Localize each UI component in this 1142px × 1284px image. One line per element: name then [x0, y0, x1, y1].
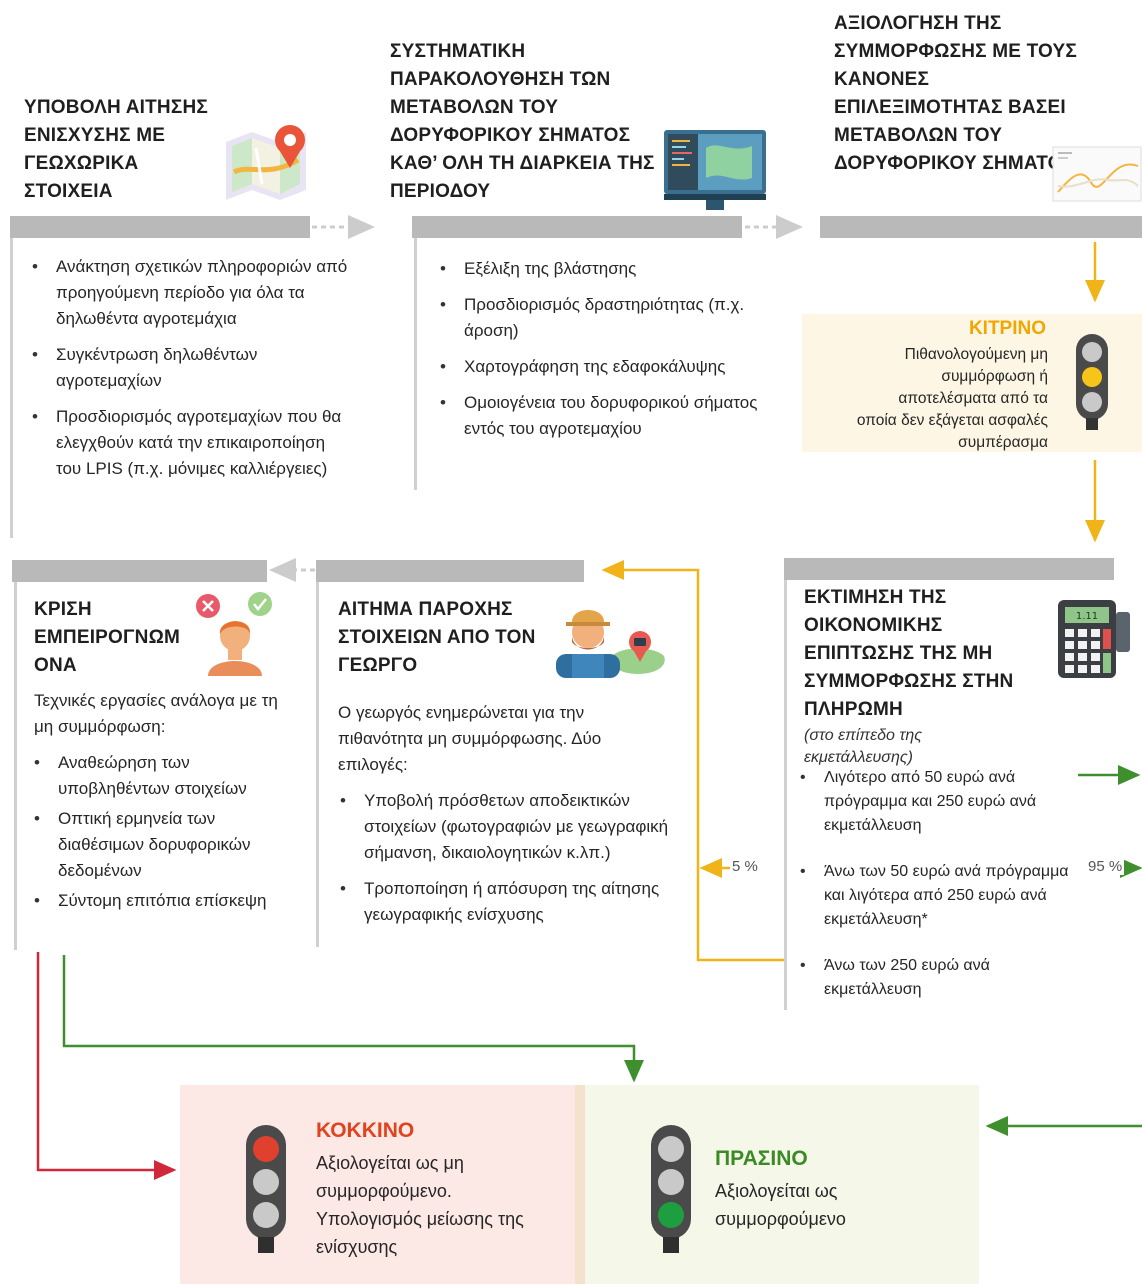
estimate-title: ΕΚΤΙΜΗΣΗ ΤΗΣ ΟΙΚΟΝΟΜΙΚΗΣ ΕΠΙΠΤΩΣΗΣ ΤΗΣ Μ… [804, 587, 1014, 720]
expert-bar [12, 560, 267, 582]
request-bar [316, 560, 584, 582]
request-intro: Ο γεωργός ενημερώνεται για την πιθανότητ… [338, 703, 602, 774]
traffic-light-icon [242, 1123, 290, 1260]
estimate-bullets: Λιγότερο από 50 ευρώ ανά πρόγραμμα και 2… [796, 766, 1078, 1012]
chart-icon [1052, 146, 1142, 202]
yellow-text: Πιθανολογούμενη μη συμμόρφωση ή αποτελέσ… [856, 346, 1048, 451]
step2-title: ΣΥΣΤΗΜΑΤΙΚΗ ΠΑΡΑΚΟΛΟΥΘΗΣΗ ΤΩΝ ΜΕΤΑΒΟΛΩΝ … [390, 41, 655, 202]
list-item: Εξέλιξη της βλάστησης [436, 256, 766, 282]
list-item: Άνω των 50 ευρώ ανά πρόγραμμα και λιγότε… [796, 860, 1078, 932]
request-bullets: Υποβολή πρόσθετων αποδεικτικών στοιχείων… [336, 788, 670, 938]
list-item: Προσδιορισμός δραστηριότητας (π.χ. άροση… [436, 292, 766, 344]
estimate-subtitle: (στο επίπεδο της εκμετάλλευσης) [804, 727, 923, 766]
step3-title: ΑΞΙΟΛΟΓΗΣΗ ΤΗΣ ΣΥΜΜΟΡΦΩΣΗΣ ΜΕ ΤΟΥΣ ΚΑΝΟΝ… [834, 13, 1077, 174]
green-arrow-expert-green [62, 955, 644, 1083]
step1-title: ΥΠΟΒΟΛΗ ΑΙΤΗΣΗΣ ΕΝΙΣΧΥΣΗΣ ΜΕ ΓΕΩΧΩΡΙΚΑ Σ… [24, 97, 208, 202]
list-item: Ομοιογένεια του δορυφορικού σήματος εντό… [436, 390, 766, 442]
red-arrow-expert-red [36, 952, 177, 1180]
farmer-icon [552, 600, 670, 678]
pct-95-label: 95 % [1086, 858, 1125, 875]
step2-bullets: Εξέλιξη της βλάστησης Προσδιορισμός δρασ… [436, 256, 766, 452]
outcome-separator [575, 1085, 585, 1284]
expert-bullets: Αναθεώρηση των υποβληθέντων στοιχείων Οπ… [30, 750, 300, 924]
expert-divider [14, 582, 17, 950]
yellow-result-box: ΚΙΤΡΙΝΟ Πιθανολογούμενη μη συμμόρφωση ή … [802, 314, 1142, 452]
list-item: Συγκέντρωση δηλωθέντων αγροτεμαχίων [28, 342, 348, 394]
list-item: Τροποποίηση ή απόσυρση της αίτησης γεωγρ… [336, 876, 670, 928]
estimate-bar [784, 558, 1114, 580]
yellow-arrow-to-request [601, 560, 785, 962]
yellow-label: ΚΙΤΡΙΝΟ [968, 318, 1046, 339]
expert-icon [192, 590, 278, 678]
green-text: Αξιολογείται ως συμμορφούμενο [715, 1181, 846, 1229]
list-item: Λιγότερο από 50 ευρώ ανά πρόγραμμα και 2… [796, 766, 1078, 838]
expert-title: ΚΡΙΣΗ ΕΜΠΕΙΡΟΓΝΩΜ ΟΝΑ [34, 599, 181, 676]
request-title: ΑΙΤΗΜΑ ΠΑΡΟΧΗΣ ΣΤΟΙΧΕΙΩΝ ΑΠΟ ΤΟΝ ΓΕΩΡΓΟ [338, 599, 536, 676]
list-item: Άνω των 250 ευρώ ανά εκμετάλλευση [796, 954, 1078, 1002]
list-item: Σύντομη επιτόπια επίσκεψη [30, 888, 300, 914]
pct-5-label: 5 % [730, 858, 760, 875]
red-label: ΚΟΚΚΙΝΟ [316, 1119, 415, 1142]
map-pin-icon [222, 120, 312, 208]
list-item: Οπτική ερμηνεία των διαθέσιμων δορυφορικ… [30, 806, 300, 884]
traffic-light-icon [647, 1123, 695, 1260]
red-result-box: ΚΟΚΚΙΝΟ Αξιολογείται ως μη συμμορφούμενο… [180, 1085, 575, 1284]
list-item: Προσδιορισμός αγροτεμαχίων που θα ελεγχθ… [28, 404, 348, 482]
step2-bar [412, 216, 742, 238]
monitor-icon [662, 128, 768, 216]
list-item: Ανάκτηση σχετικών πληροφοριών από προηγο… [28, 254, 348, 332]
green-label: ΠΡΑΣΙΝΟ [715, 1147, 808, 1170]
step1-divider [10, 238, 13, 538]
list-item: Αναθεώρηση των υποβληθέντων στοιχείων [30, 750, 300, 802]
green-result-box: ΠΡΑΣΙΝΟ Αξιολογείται ως συμμορφούμενο [585, 1085, 979, 1284]
step1-bar [10, 216, 310, 238]
svg-text:1.11: 1.11 [1076, 611, 1098, 622]
traffic-light-icon [1072, 332, 1112, 437]
red-text: Αξιολογείται ως μη συμμορφούμενο. Υπολογ… [316, 1153, 524, 1257]
list-item: Υποβολή πρόσθετων αποδεικτικών στοιχείων… [336, 788, 670, 866]
request-divider [316, 582, 319, 947]
step3-bar [820, 216, 1142, 238]
list-item: Χαρτογράφηση της εδαφοκάλυψης [436, 354, 766, 380]
step1-bullets: Ανάκτηση σχετικών πληροφοριών από προηγο… [28, 254, 348, 492]
expert-intro: Τεχνικές εργασίες ανάλογα με τη μη συμμό… [34, 691, 278, 736]
calculator-icon: 1.11 [1056, 598, 1132, 682]
step2-divider [414, 238, 417, 490]
estimate-divider [784, 580, 787, 1010]
